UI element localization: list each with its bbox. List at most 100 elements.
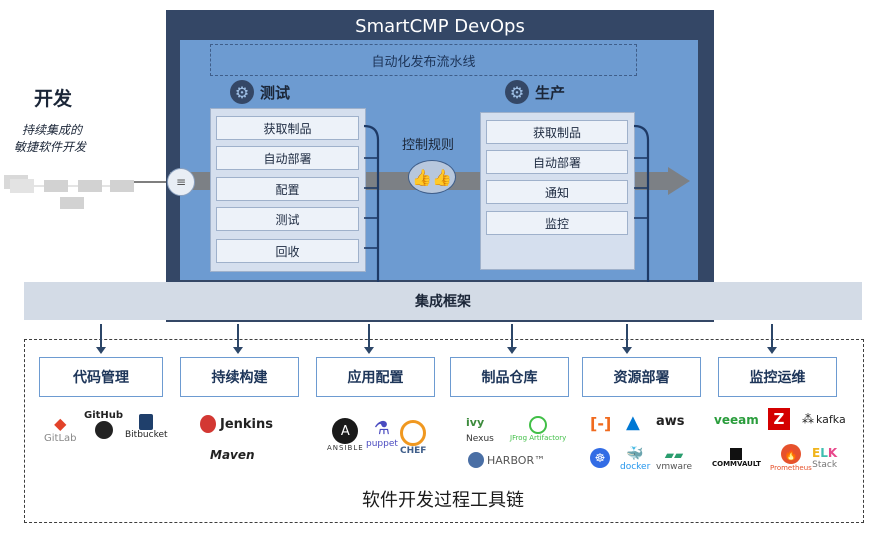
gitlab-label: GitLab xyxy=(44,433,77,444)
connector-arrow xyxy=(767,347,777,354)
kubernetes-icon: ☸ xyxy=(590,448,610,468)
category-app-config: 应用配置 xyxy=(316,357,435,397)
gear-icon: ⚙ xyxy=(230,80,254,104)
vmware-logo: ▰▰ vmware xyxy=(656,448,692,472)
dev-subtitle-line1: 持续集成的 xyxy=(22,123,83,137)
devops-title: SmartCMP DevOps xyxy=(355,15,525,37)
ansible-logo: A ANSIBLE xyxy=(327,418,364,452)
jenkins-logo: Jenkins xyxy=(200,415,273,433)
commvault-icon xyxy=(730,448,743,460)
veeam-logo: veeam xyxy=(714,413,759,427)
prod-loop-bracket xyxy=(633,124,650,282)
connector-line xyxy=(100,324,102,348)
zabbix-logo: Z xyxy=(768,408,790,430)
test-stage-header: ⚙ 测试 xyxy=(230,80,290,104)
vmware-label: vmware xyxy=(656,462,693,472)
kafka-label: kafka xyxy=(816,412,846,426)
ivy-logo: ivy xyxy=(466,416,484,429)
maven-logo: Maven xyxy=(210,448,255,462)
category-artifact-repo: 制品仓库 xyxy=(450,357,569,397)
nexus-label: Nexus xyxy=(466,434,494,444)
test-step: 自动部署 xyxy=(216,146,359,170)
category-monitoring-ops: 监控运维 xyxy=(718,357,837,397)
connector-arrow xyxy=(96,347,106,354)
connector-arrow xyxy=(622,347,632,354)
connector-line xyxy=(368,324,370,348)
zabbix-icon: Z xyxy=(768,408,790,430)
docker-logo: 🐳 docker xyxy=(620,446,650,472)
test-stage-title: 测试 xyxy=(260,83,291,102)
kafka-logo: ⁂ kafka xyxy=(802,412,846,426)
prometheus-label: Prometheus xyxy=(770,464,812,472)
connector-arrow xyxy=(507,347,517,354)
prod-step: 通知 xyxy=(486,180,628,204)
aws-label: aws xyxy=(656,414,685,429)
pipeline-label: 自动化发布流水线 xyxy=(210,44,637,76)
commvault-logo: COMMVAULT xyxy=(712,448,761,468)
alibaba-cloud-logo: [-] xyxy=(590,414,611,433)
puppet-logo: ⚗ puppet xyxy=(366,418,398,449)
bitbucket-label: Bitbucket xyxy=(125,430,168,440)
bitbucket-logo: Bitbucket xyxy=(125,414,168,440)
prod-stage-header: ⚙ 生产 xyxy=(505,80,565,104)
dev-subtitle-line2: 敏捷软件开发 xyxy=(14,140,87,154)
chef-logo: CHEF xyxy=(400,420,426,456)
vmware-icon: ▰▰ xyxy=(664,448,684,462)
kubernetes-logo: ☸ xyxy=(590,448,610,468)
docker-icon: 🐳 xyxy=(626,446,644,462)
gitlab-icon: ◆ xyxy=(54,414,67,433)
workflow-graphic xyxy=(4,175,172,209)
flow-arrow-head xyxy=(668,167,690,195)
aws-logo: aws xyxy=(656,414,685,429)
prod-step: 自动部署 xyxy=(486,150,628,174)
category-continuous-build: 持续构建 xyxy=(180,357,299,397)
chef-label: CHEF xyxy=(400,446,427,456)
puppet-label: puppet xyxy=(366,439,398,449)
category-resource-deploy: 资源部署 xyxy=(582,357,701,397)
test-step: 回收 xyxy=(216,239,359,263)
harbor-icon xyxy=(468,452,484,468)
harbor-logo: HARBOR™ xyxy=(468,452,545,468)
jfrog-logo: JFrog Artifactory xyxy=(510,416,566,442)
connector-arrow xyxy=(233,347,243,354)
connector-line xyxy=(511,324,513,348)
prod-step: 监控 xyxy=(486,211,628,235)
connector-line xyxy=(237,324,239,348)
ivy-label: ivy xyxy=(466,416,485,429)
category-code-management: 代码管理 xyxy=(39,357,163,397)
flow-entry-icon: ≡ xyxy=(167,168,195,196)
elk-stack-label: Stack xyxy=(812,460,838,470)
toolchain-label: 软件开发过程工具链 xyxy=(362,490,524,511)
docker-label: docker xyxy=(620,462,651,472)
azure-icon: ▲ xyxy=(626,412,640,433)
harbor-label: HARBOR™ xyxy=(487,453,546,467)
octocat-icon xyxy=(94,421,113,439)
toolchain-box xyxy=(24,339,864,523)
nexus-logo: Nexus xyxy=(466,434,494,444)
connector-line xyxy=(626,324,628,348)
test-step: 配置 xyxy=(216,177,359,201)
test-loop-bracket xyxy=(363,124,380,282)
test-step: 测试 xyxy=(216,207,359,231)
integration-framework: 集成框架 xyxy=(24,282,862,320)
commvault-label: COMMVAULT xyxy=(712,460,761,468)
bitbucket-icon xyxy=(139,414,154,430)
prometheus-icon: 🔥 xyxy=(780,444,801,464)
github-label: GitHub xyxy=(84,410,124,421)
dev-title: 开发 xyxy=(34,88,73,110)
prometheus-logo: 🔥 Prometheus xyxy=(770,444,812,472)
ansible-label: ANSIBLE xyxy=(327,444,364,452)
connector-arrow xyxy=(364,347,374,354)
gear-icon: ⚙ xyxy=(505,80,529,104)
veeam-label: veeam xyxy=(714,413,759,427)
thumbs-up-icon: 👍👍 xyxy=(408,160,456,194)
kafka-icon: ⁂ xyxy=(802,412,814,426)
prod-stage-title: 生产 xyxy=(535,83,566,102)
ansible-icon: A xyxy=(332,418,359,444)
jfrog-icon xyxy=(529,416,548,434)
chef-icon xyxy=(400,420,427,446)
alibaba-cloud-icon: [-] xyxy=(590,414,612,433)
control-rules-label: 控制规则 xyxy=(402,138,455,153)
